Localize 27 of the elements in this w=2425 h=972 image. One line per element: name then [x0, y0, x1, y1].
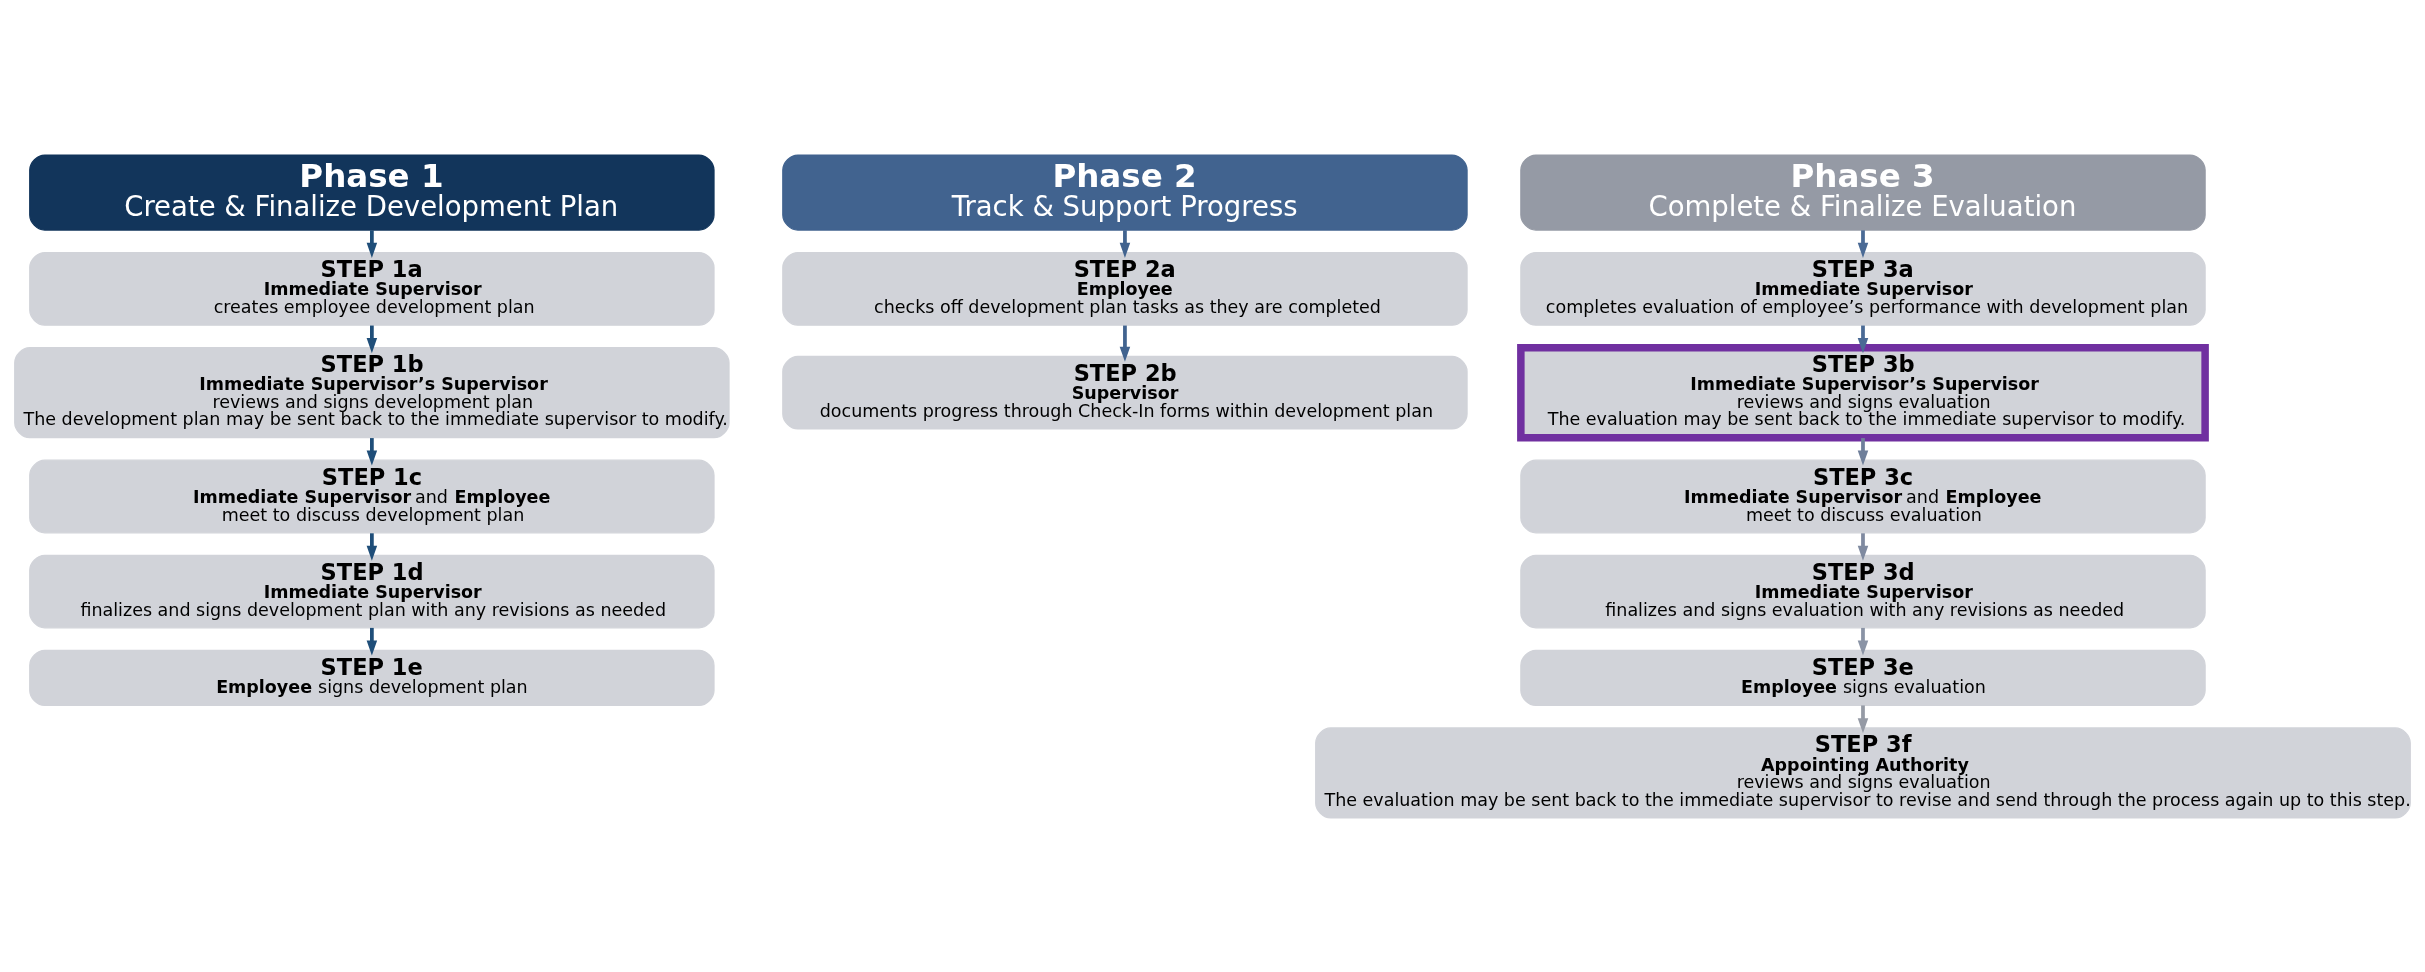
arrow — [1119, 229, 1131, 258]
arrow — [366, 437, 378, 465]
node-box: STEP 1d Immediate Supervisor finalizes and signs development plan with any revisions as needed — [29, 554, 715, 628]
arrow — [1857, 704, 1869, 733]
arrow — [366, 532, 378, 561]
node-box: STEP 2b Supervisor documents progress through Check-In forms within development plan — [782, 355, 1468, 430]
arrow — [1857, 229, 1869, 258]
arrow — [1857, 627, 1869, 656]
node-box: STEP 1e Employee signs development plan — [29, 649, 715, 706]
arrow — [1119, 325, 1131, 362]
node-box: STEP 3f Appointing Authority reviews and signs evaluation The evaluation may be sent back to the immediate supervisor to revise and send through the process again up to this step. — [1315, 726, 2411, 819]
node-box: STEP 3d Immediate Supervisor finalizes and signs evaluation with any revisions as needed — [1520, 554, 2206, 628]
node-box: Phase 1 Create & Finalize Development Plan — [29, 153, 715, 231]
node-box: STEP 1c Immediate Supervisor and Employee meet to discuss development plan — [29, 459, 715, 533]
node-box: Phase 3 Complete & Finalize Evaluation — [1520, 153, 2206, 231]
node-box: STEP 3a Immediate Supervisor completes evaluation of employee’s performance with development plan — [1520, 251, 2206, 326]
arrow — [366, 229, 378, 258]
node-box: STEP 3c Immediate Supervisor and Employee meet to discuss evaluation — [1520, 459, 2206, 533]
node-box: STEP 1b Immediate Supervisor’s Supervisor reviews and signs development plan The development plan may be sent back to the immediate supervisor to modify. — [14, 346, 730, 438]
arrow — [1857, 437, 1869, 465]
arrow — [366, 627, 378, 656]
node-box: STEP 3b Immediate Supervisor’s Supervisor reviews and signs evaluation The evaluation may be sent back to the immediate supervisor to modify. — [1517, 343, 2209, 441]
node-box: STEP 2a Employee checks off development plan tasks as they are completed — [782, 251, 1468, 326]
node-box: STEP 3e Employee signs evaluation — [1520, 649, 2206, 706]
node-box: STEP 1a Immediate Supervisor creates employee development plan — [29, 251, 715, 326]
node-box: Phase 2 Track & Support Progress — [782, 153, 1468, 231]
arrow — [1857, 532, 1869, 561]
